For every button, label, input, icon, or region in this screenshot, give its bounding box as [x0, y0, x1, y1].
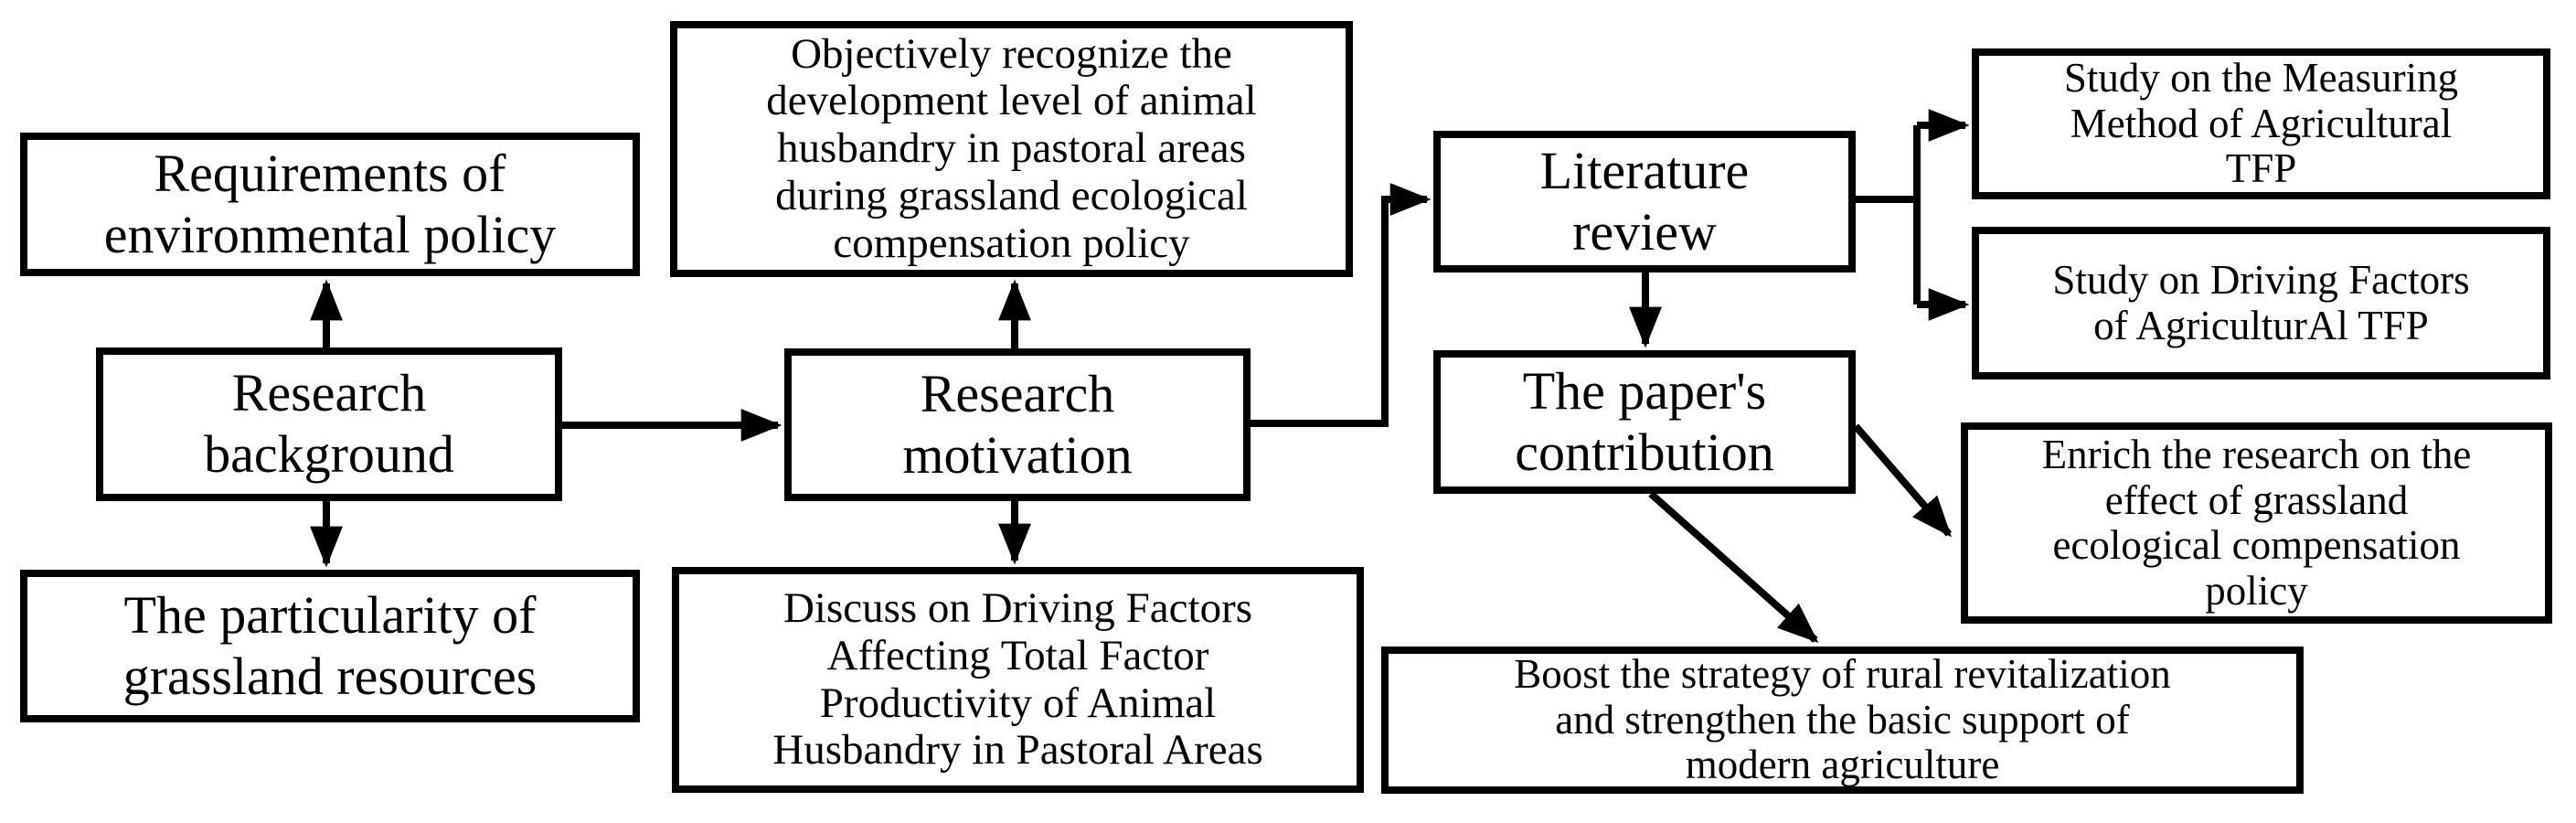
node-study-driving-factors-tfp: Study on Driving Factors of AgriculturAl…	[1972, 227, 2550, 379]
node-discuss-driving-factors: Discuss on Driving Factors Affecting Tot…	[672, 567, 1364, 793]
node-papers-contribution: The paper's contribution	[1433, 350, 1856, 494]
node-study-measuring-method-tfp: Study on the Measuring Method of Agricul…	[1972, 48, 2550, 199]
edge-motivation-to-literature	[1251, 183, 1432, 427]
node-research-motivation: Research motivation	[784, 348, 1251, 501]
node-objectively-recognize-development-level: Objectively recognize the development le…	[670, 21, 1353, 277]
edge-contribution-to-boost	[1648, 491, 1819, 643]
edge-literature-branch-trunk	[1856, 125, 1921, 305]
edge-contribution-to-enrich	[1852, 423, 1953, 538]
node-enrich-research-effect: Enrich the research on the effect of gra…	[1961, 422, 2552, 624]
node-research-background: Research background	[96, 347, 562, 501]
node-boost-rural-revitalization: Boost the strategy of rural revitalizati…	[1381, 647, 2304, 794]
node-requirements-of-environmental-policy: Requirements of environmental policy	[20, 133, 640, 276]
node-literature-review: Literature review	[1433, 131, 1856, 273]
node-particularity-of-grassland-resources: The particularity of grassland resources	[20, 570, 640, 722]
